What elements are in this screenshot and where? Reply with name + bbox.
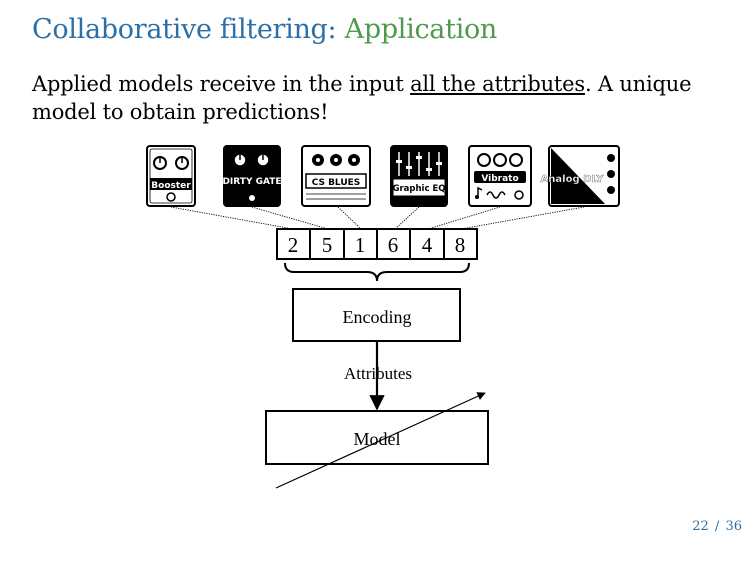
- rating-cell: 4: [422, 233, 433, 257]
- dirty-gate-pedal-icon: DIRTY GATE: [222, 145, 282, 207]
- booster-pedal-label: Booster: [151, 181, 191, 191]
- cs-blues-pedal-label: CS BLUES: [312, 178, 361, 188]
- model-box: Model: [265, 410, 489, 465]
- vibrato-pedal-label: Vibrato: [481, 174, 518, 184]
- dirty-gate-pedal-label: DIRTY GATE: [222, 177, 281, 187]
- body-suffix: . A unique model to obtain predictions!: [32, 72, 692, 124]
- rating-cell: 1: [355, 233, 366, 257]
- booster-pedal-icon: Booster: [146, 145, 196, 207]
- page-separator: /: [714, 519, 720, 534]
- model-label: Model: [354, 429, 401, 449]
- pedal-connector-lines: [170, 206, 585, 230]
- diagonal-arrow: [275, 392, 486, 489]
- curly-brace: [284, 262, 470, 282]
- vibrato-pedal-icon: Vibrato: [468, 145, 532, 207]
- rating-vector: 2 5 1 6 4 8: [276, 228, 478, 260]
- body-underlined: all the attributes: [410, 72, 585, 96]
- page-current: 22: [692, 519, 709, 534]
- rating-cell: 5: [322, 233, 333, 257]
- rating-cell: 6: [388, 233, 399, 257]
- page-total: 36: [725, 519, 742, 534]
- analog-delay-pedal-icon: Analog DLY: [540, 145, 620, 207]
- encoding-label: Encoding: [343, 307, 412, 327]
- cs-blues-pedal-icon: CS BLUES: [301, 145, 371, 207]
- graphic-eq-pedal-icon: Graphic EQ: [390, 145, 448, 207]
- body-text: Applied models receive in the input all …: [32, 70, 732, 126]
- encoding-box: Encoding: [292, 288, 461, 342]
- graphic-eq-pedal-label: Graphic EQ: [393, 184, 446, 194]
- slide-title: Collaborative filtering: Application: [32, 14, 497, 45]
- rating-cell: 2: [288, 233, 299, 257]
- attributes-label: Attributes: [344, 364, 412, 383]
- body-prefix: Applied models receive in the input: [32, 72, 411, 96]
- rating-cell: 8: [455, 233, 466, 257]
- analog-delay-pedal-label: Analog DLY: [541, 174, 605, 185]
- title-main: Collaborative filtering:: [32, 14, 337, 45]
- title-sub: Application: [344, 14, 498, 45]
- page-number: 22 / 36: [692, 519, 742, 534]
